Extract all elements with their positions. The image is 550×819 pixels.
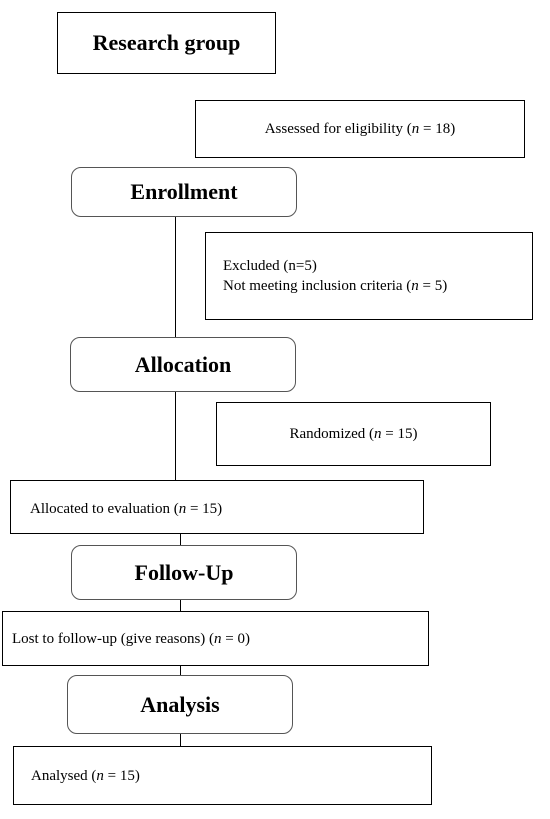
- stage-allocation: Allocation: [70, 337, 296, 392]
- allocated-box: Allocated to evaluation (n = 15): [10, 480, 424, 534]
- research-group-title: Research group: [57, 12, 276, 74]
- connector-analysis-analysed: [180, 733, 181, 747]
- excluded-line2: Not meeting inclusion criteria (n = 5): [223, 278, 448, 294]
- lost-text: Lost to follow-up (give reasons) (n = 0): [12, 630, 251, 647]
- stage-follow-up: Follow-Up: [71, 545, 297, 600]
- connector-followup-lost: [180, 599, 181, 612]
- connector-allocated-followup: [180, 533, 181, 546]
- connector-enrollment-allocation: [175, 216, 176, 338]
- title-text: Research group: [92, 30, 241, 55]
- stage-enrollment-label: Enrollment: [130, 179, 238, 204]
- assessed-text: Assessed for eligibility (n = 18): [264, 121, 456, 137]
- excluded-box: Excluded (n=5) Not meeting inclusion cri…: [205, 232, 533, 320]
- stage-allocation-label: Allocation: [134, 351, 232, 377]
- randomized-box: Randomized (n = 15): [216, 402, 491, 466]
- excluded-line1: Excluded (n=5): [223, 258, 317, 274]
- stage-follow-up-label: Follow-Up: [134, 559, 234, 585]
- stage-enrollment: Enrollment: [71, 167, 297, 217]
- stage-analysis: Analysis: [67, 675, 293, 734]
- connector-allocation-allocated: [175, 391, 176, 481]
- analysed-box: Analysed (n = 15): [13, 746, 432, 805]
- randomized-text: Randomized (n = 15): [289, 426, 418, 442]
- excluded-text: Excluded (n=5) Not meeting inclusion cri…: [223, 256, 447, 296]
- allocated-text: Allocated to evaluation (n = 15): [30, 501, 223, 517]
- analysed-text: Analysed (n = 15): [31, 767, 140, 784]
- assessed-box: Assessed for eligibility (n = 18): [195, 100, 525, 158]
- lost-box: Lost to follow-up (give reasons) (n = 0): [2, 611, 429, 666]
- connector-lost-analysis: [180, 665, 181, 676]
- stage-analysis-label: Analysis: [140, 691, 220, 717]
